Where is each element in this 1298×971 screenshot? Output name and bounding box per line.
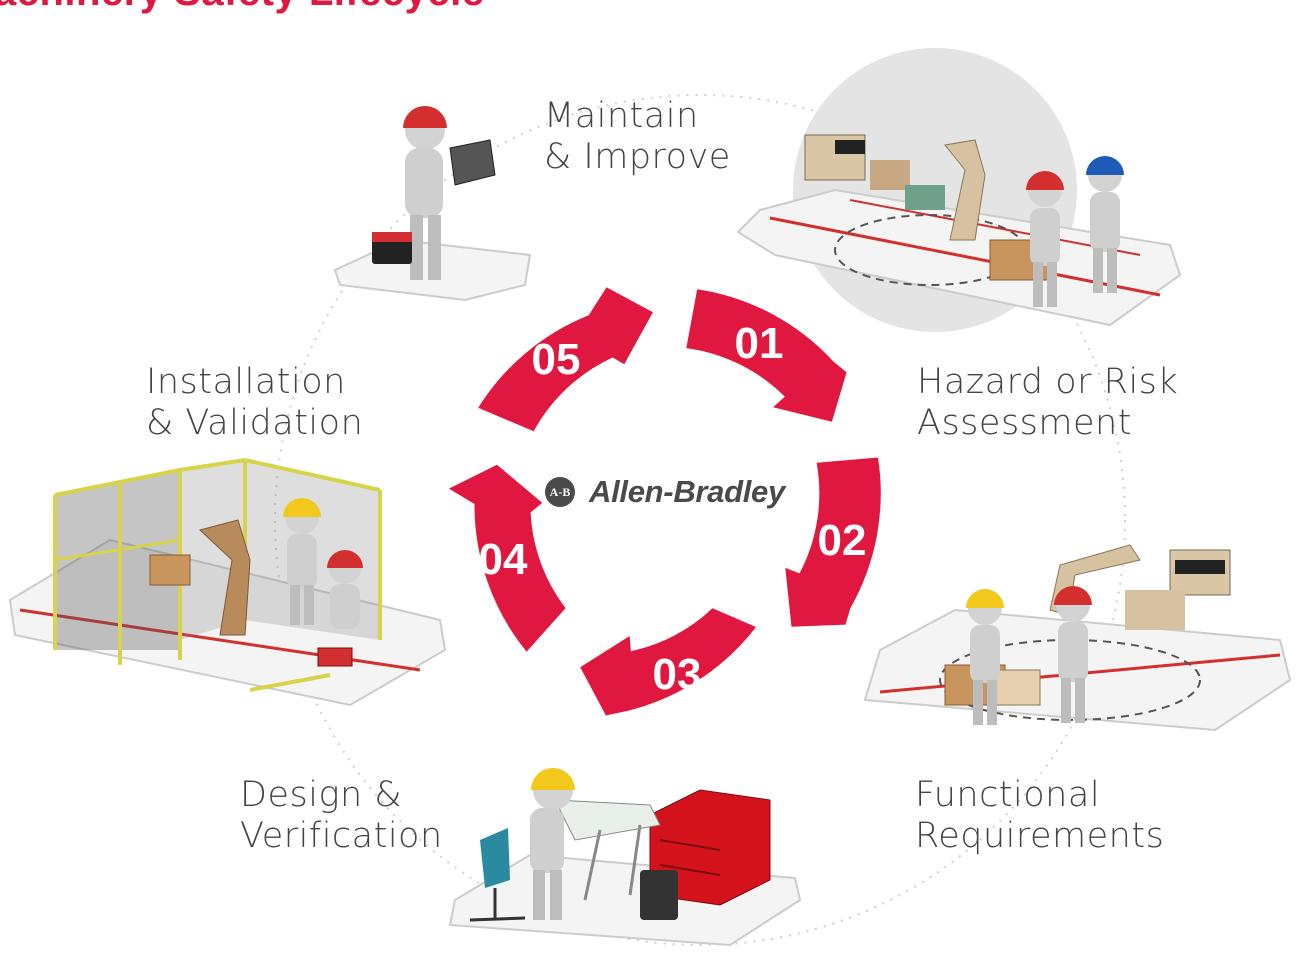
- step-number-05: 05: [532, 335, 581, 384]
- design-drafting-desk-illustration: [448, 768, 802, 947]
- allen-bradley-emblem-icon: A-B: [545, 477, 575, 507]
- arrow-04: [448, 464, 566, 652]
- stage-label-03-line2: Verification: [240, 816, 443, 856]
- stage-label-03: Design & Verification: [240, 775, 443, 857]
- brand-name: Allen-Bradley: [589, 474, 785, 509]
- stage-label-02-line2: Requirements: [915, 816, 1165, 856]
- diagram-title: achinery Safety Lifecycle: [0, 0, 485, 15]
- functional-requirements-workcell-illustration: [863, 544, 1292, 732]
- stage-label-04: Installation & Validation: [146, 362, 363, 444]
- arrow-01: [686, 289, 847, 422]
- installation-fenced-robot-cell-illustration: [8, 457, 447, 707]
- arrow-02: [785, 457, 881, 627]
- stage-label-01-line1: Hazard or Risk: [917, 362, 1179, 402]
- step-number-01: 01: [735, 319, 784, 368]
- stage-label-01-line2: Assessment: [917, 403, 1132, 443]
- arrow-05: [478, 287, 653, 432]
- step-number-02: 02: [818, 516, 867, 565]
- stage-label-04-line1: Installation: [146, 362, 346, 402]
- maintenance-worker-laptop-illustration: [333, 106, 532, 302]
- stage-label-05-line1: Maintain: [544, 96, 699, 136]
- stage-label-01: Hazard or Risk Assessment: [917, 362, 1178, 444]
- risk-assessment-workcell-illustration: [736, 134, 1182, 327]
- stage-label-05-line2: & Improve: [544, 137, 731, 177]
- step-number-03: 03: [653, 650, 702, 699]
- stage-label-05: Maintain & Improve: [544, 96, 731, 178]
- stage-label-02-line1: Functional: [915, 775, 1101, 815]
- stage-label-04-line2: & Validation: [146, 403, 364, 443]
- outer-dotted-ring: [274, 94, 1126, 946]
- stage-label-02: Functional Requirements: [915, 775, 1164, 857]
- stage-label-03-line1: Design &: [240, 775, 403, 815]
- arrow-03: [580, 608, 756, 716]
- cycle-arrows: [448, 287, 881, 716]
- brand-logo: A-B Allen-Bradley: [545, 474, 785, 510]
- step-number-04: 04: [479, 535, 528, 584]
